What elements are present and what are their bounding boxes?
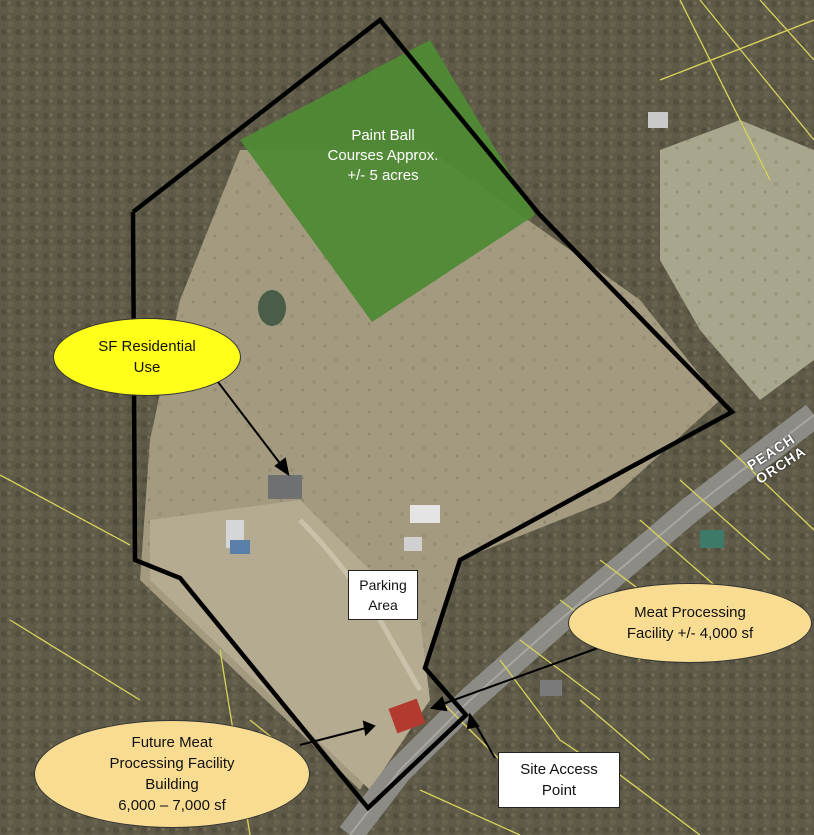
site-boundary [130, 16, 736, 812]
meat-processing-callout: Meat Processing Facility +/- 4,000 sf [568, 583, 812, 663]
callout-arrows [214, 377, 599, 759]
farm-building-small [404, 537, 422, 551]
site-access-callout: Site Access Point [498, 752, 620, 808]
neighbor-pasture-texture [660, 120, 814, 400]
parking-area-label: Parking Area [359, 577, 407, 613]
meat-processing-label: Meat Processing Facility +/- 4,000 sf [626, 604, 754, 642]
site-access-label: Site Access Point [520, 761, 598, 799]
outbuilding-blue [230, 540, 250, 554]
parking-area-callout: Parking Area [348, 570, 418, 620]
road-centerline [349, 414, 814, 835]
paintball-course-area [240, 40, 535, 322]
future-meat-processing-callout: Future Meat Processing Facility Building… [34, 720, 310, 828]
red-roof-building [388, 698, 426, 734]
future-meat-processing-label: Future Meat Processing Facility Building… [109, 734, 235, 814]
neighbor-house-3 [540, 680, 562, 696]
residence-building [268, 475, 302, 499]
neighbor-house-2 [700, 530, 724, 548]
pond [258, 290, 286, 326]
neighbor-house [648, 112, 668, 128]
farm-building [410, 505, 440, 523]
sf-residential-label: SF Residential Use [98, 338, 196, 376]
sf-residential-callout: SF Residential Use [53, 318, 241, 396]
paintball-course-label: Paint Ball Courses Approx. +/- 5 acres [327, 127, 439, 184]
